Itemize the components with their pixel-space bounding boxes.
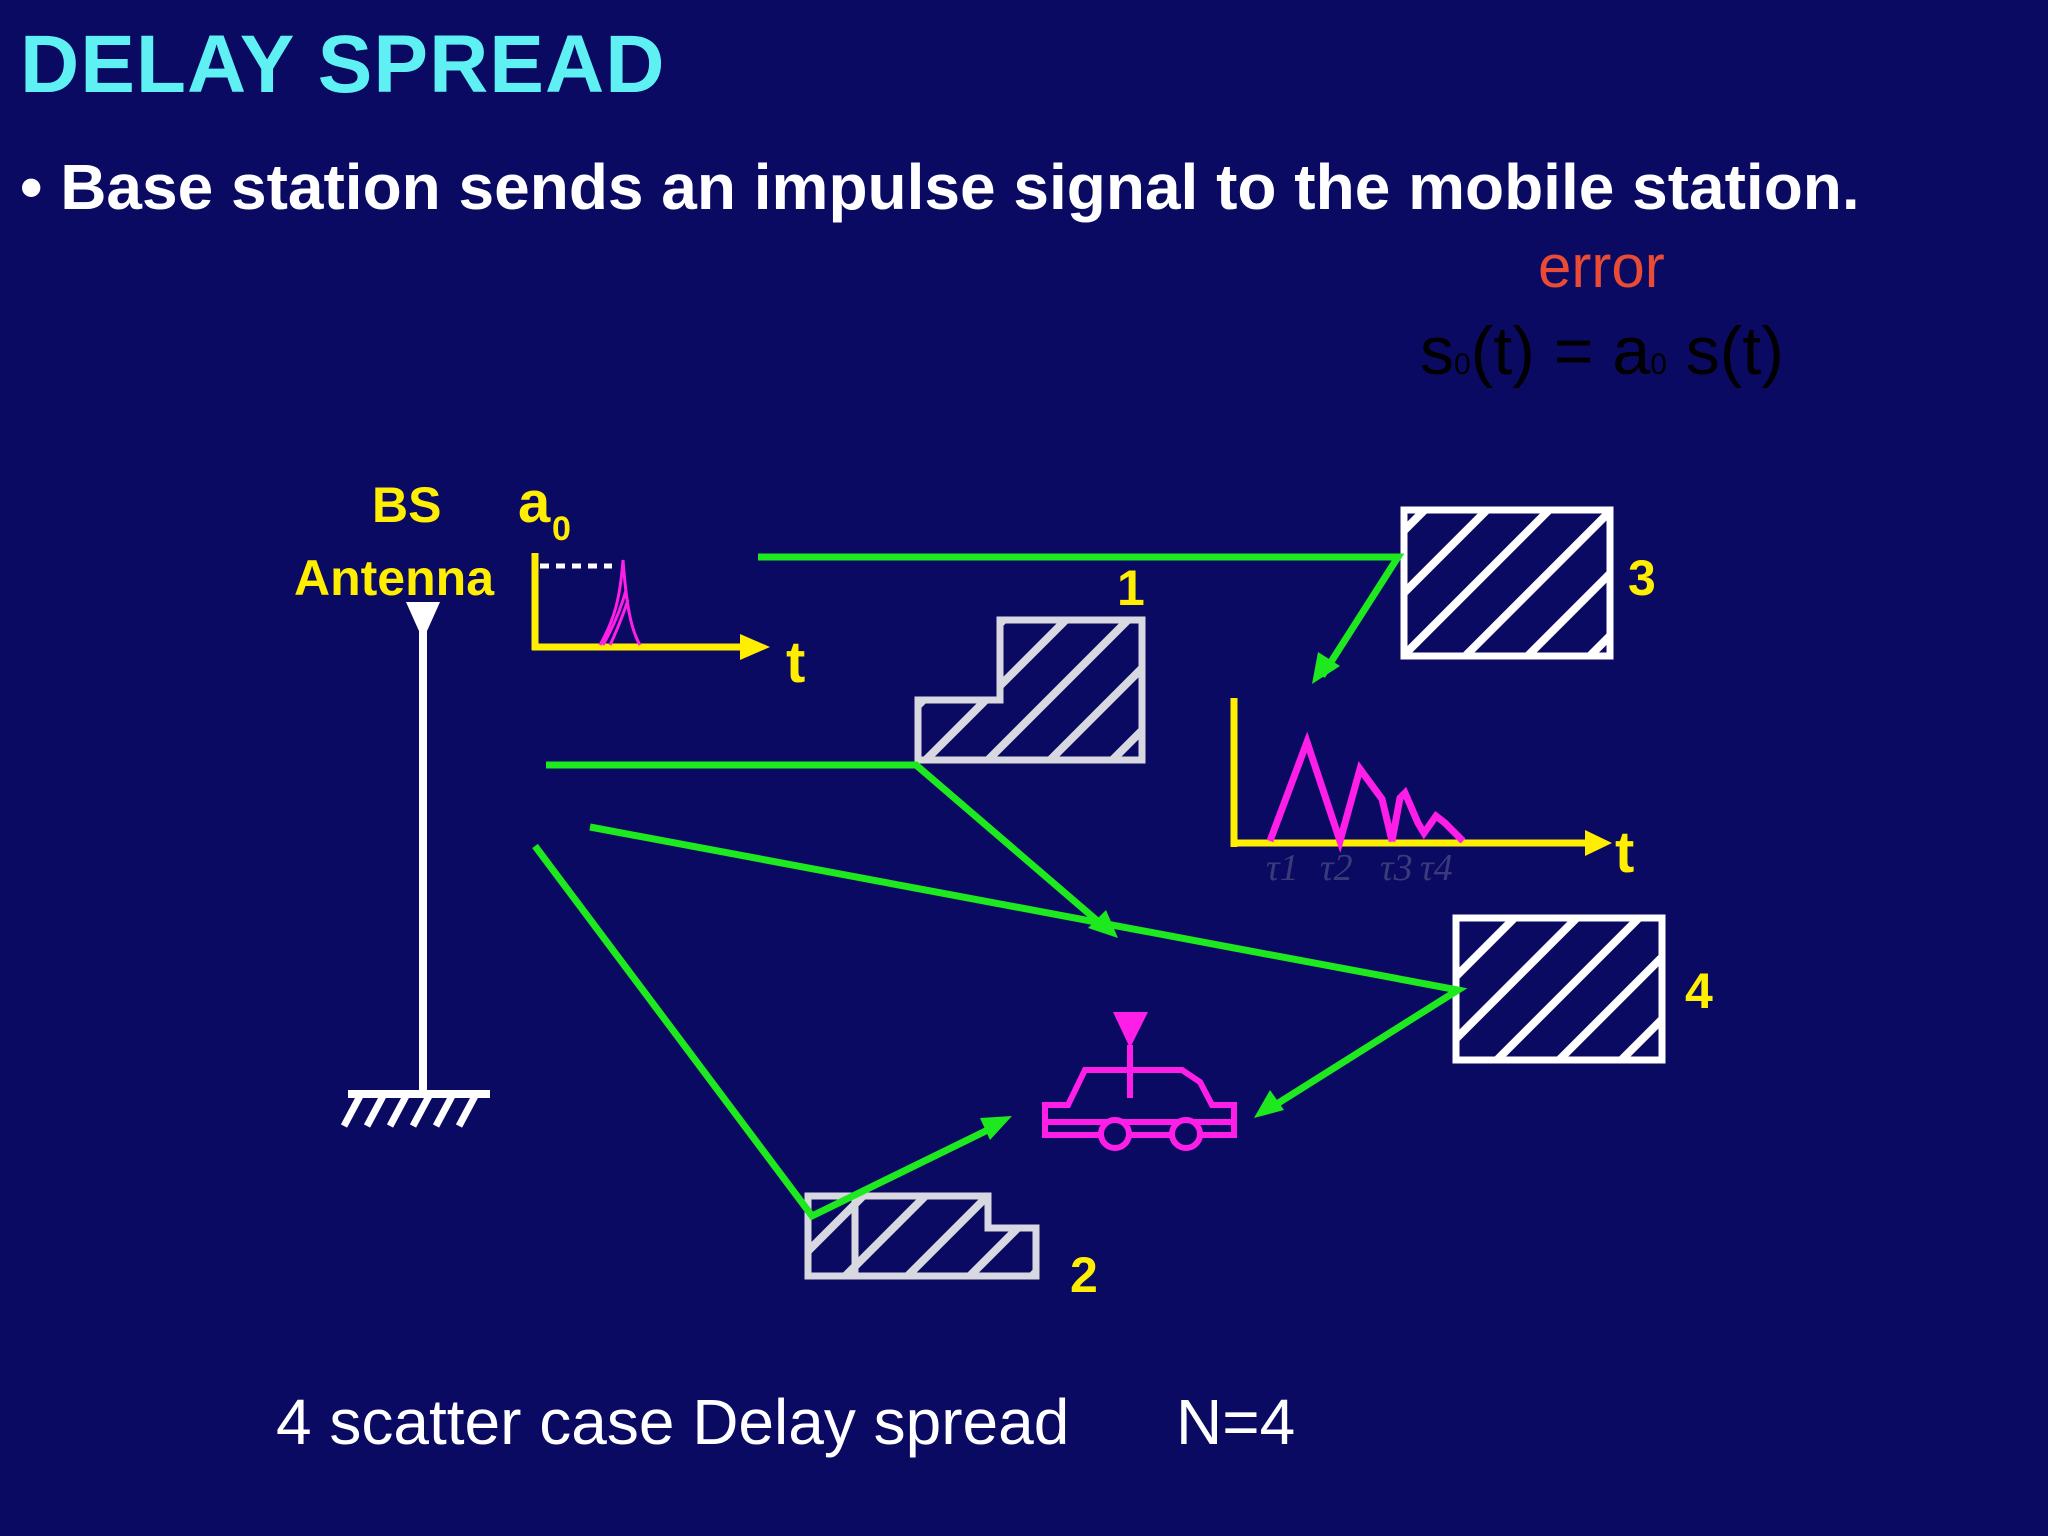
received-profile <box>1230 698 1612 856</box>
ray-2 <box>532 843 1002 1221</box>
time-label-1: t <box>786 630 805 695</box>
scatterer-2 <box>804 1192 1040 1280</box>
ray-4 <box>589 823 1468 1115</box>
delay-label-4: τ4 <box>1420 847 1453 889</box>
delay-pulses <box>1266 731 1466 853</box>
bullet-point: • Base station sends an impulse signal t… <box>20 151 1860 223</box>
scatterer-2-label: 2 <box>1070 1247 1098 1303</box>
antenna-label: Antenna <box>294 550 495 606</box>
rays <box>532 553 1468 1221</box>
scatterer-1 <box>914 616 1146 764</box>
amp-label: a <box>518 470 551 535</box>
caption: 4 scatter case Delay spread N=4 <box>276 1386 1296 1458</box>
page-title: DELAY SPREAD <box>20 19 666 110</box>
formula: s0(t) = a0 s(t) <box>1420 313 1784 389</box>
scatterer-3-label: 3 <box>1628 550 1656 606</box>
bs-label: BS <box>372 477 441 533</box>
scatterer-3 <box>1400 506 1614 660</box>
antenna-icon <box>406 602 440 640</box>
scatterer-4-label: 4 <box>1685 963 1713 1019</box>
delay-label-1: τ1 <box>1266 847 1299 889</box>
delay-label-3: τ3 <box>1380 847 1413 889</box>
ray-1 <box>546 761 1111 933</box>
impulse-pulse <box>598 559 642 646</box>
scatterer-4 <box>1452 914 1666 1064</box>
bs-antenna <box>340 602 490 1128</box>
ray-3 <box>758 553 1405 678</box>
mobile-car-icon <box>1042 1012 1237 1151</box>
impulse-plot <box>531 553 770 660</box>
error-label: error <box>1538 233 1665 300</box>
delay-label-2: τ2 <box>1320 847 1353 889</box>
time-label-2: t <box>1615 820 1634 885</box>
bullet-text: Base station sends an impulse signal to … <box>60 151 1860 223</box>
amp-sub: 0 <box>552 510 571 548</box>
scatterer-1-label: 1 <box>1117 560 1145 616</box>
